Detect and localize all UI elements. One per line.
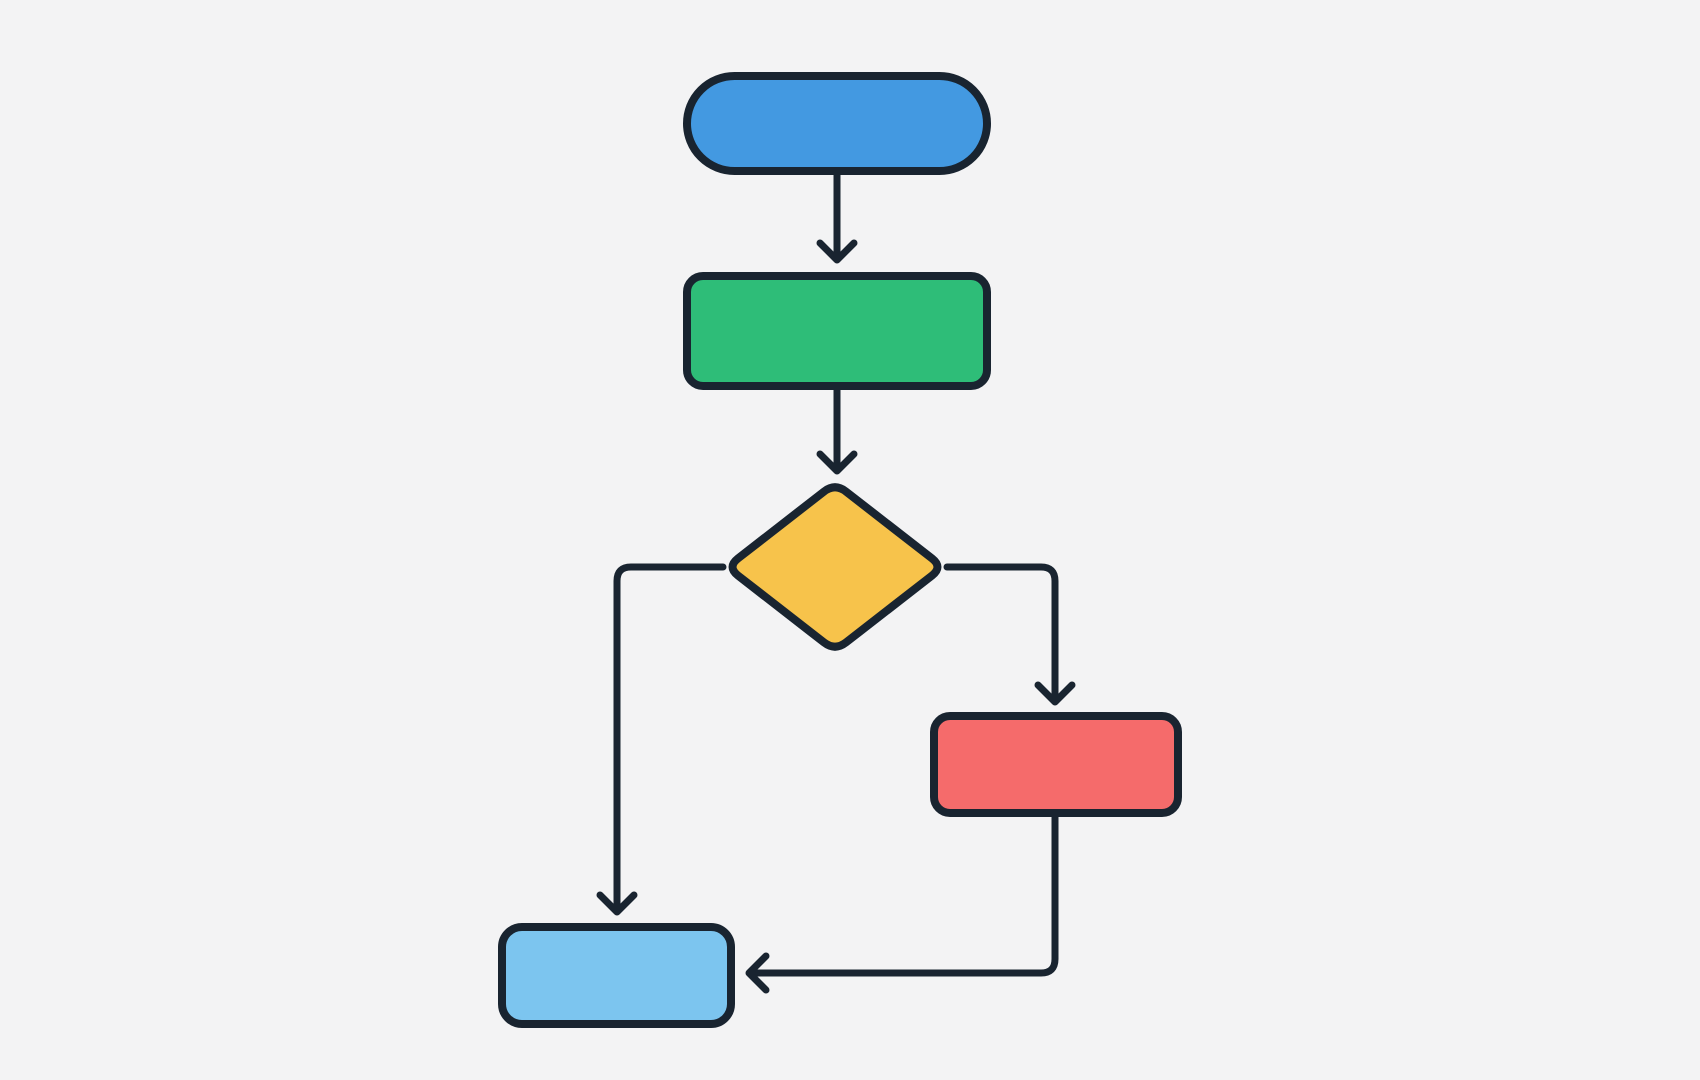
connector-action-to-end <box>745 813 1059 994</box>
start-terminator-node <box>683 72 991 175</box>
decision-diamond-node <box>728 483 942 651</box>
end-node <box>498 923 735 1028</box>
connector-decision-to-end <box>596 563 727 916</box>
connector-start-to-process <box>816 171 858 264</box>
action-node <box>930 712 1182 817</box>
process-node <box>683 272 991 390</box>
connector-process-to-decision <box>816 386 858 475</box>
connector-decision-to-action <box>943 563 1076 706</box>
